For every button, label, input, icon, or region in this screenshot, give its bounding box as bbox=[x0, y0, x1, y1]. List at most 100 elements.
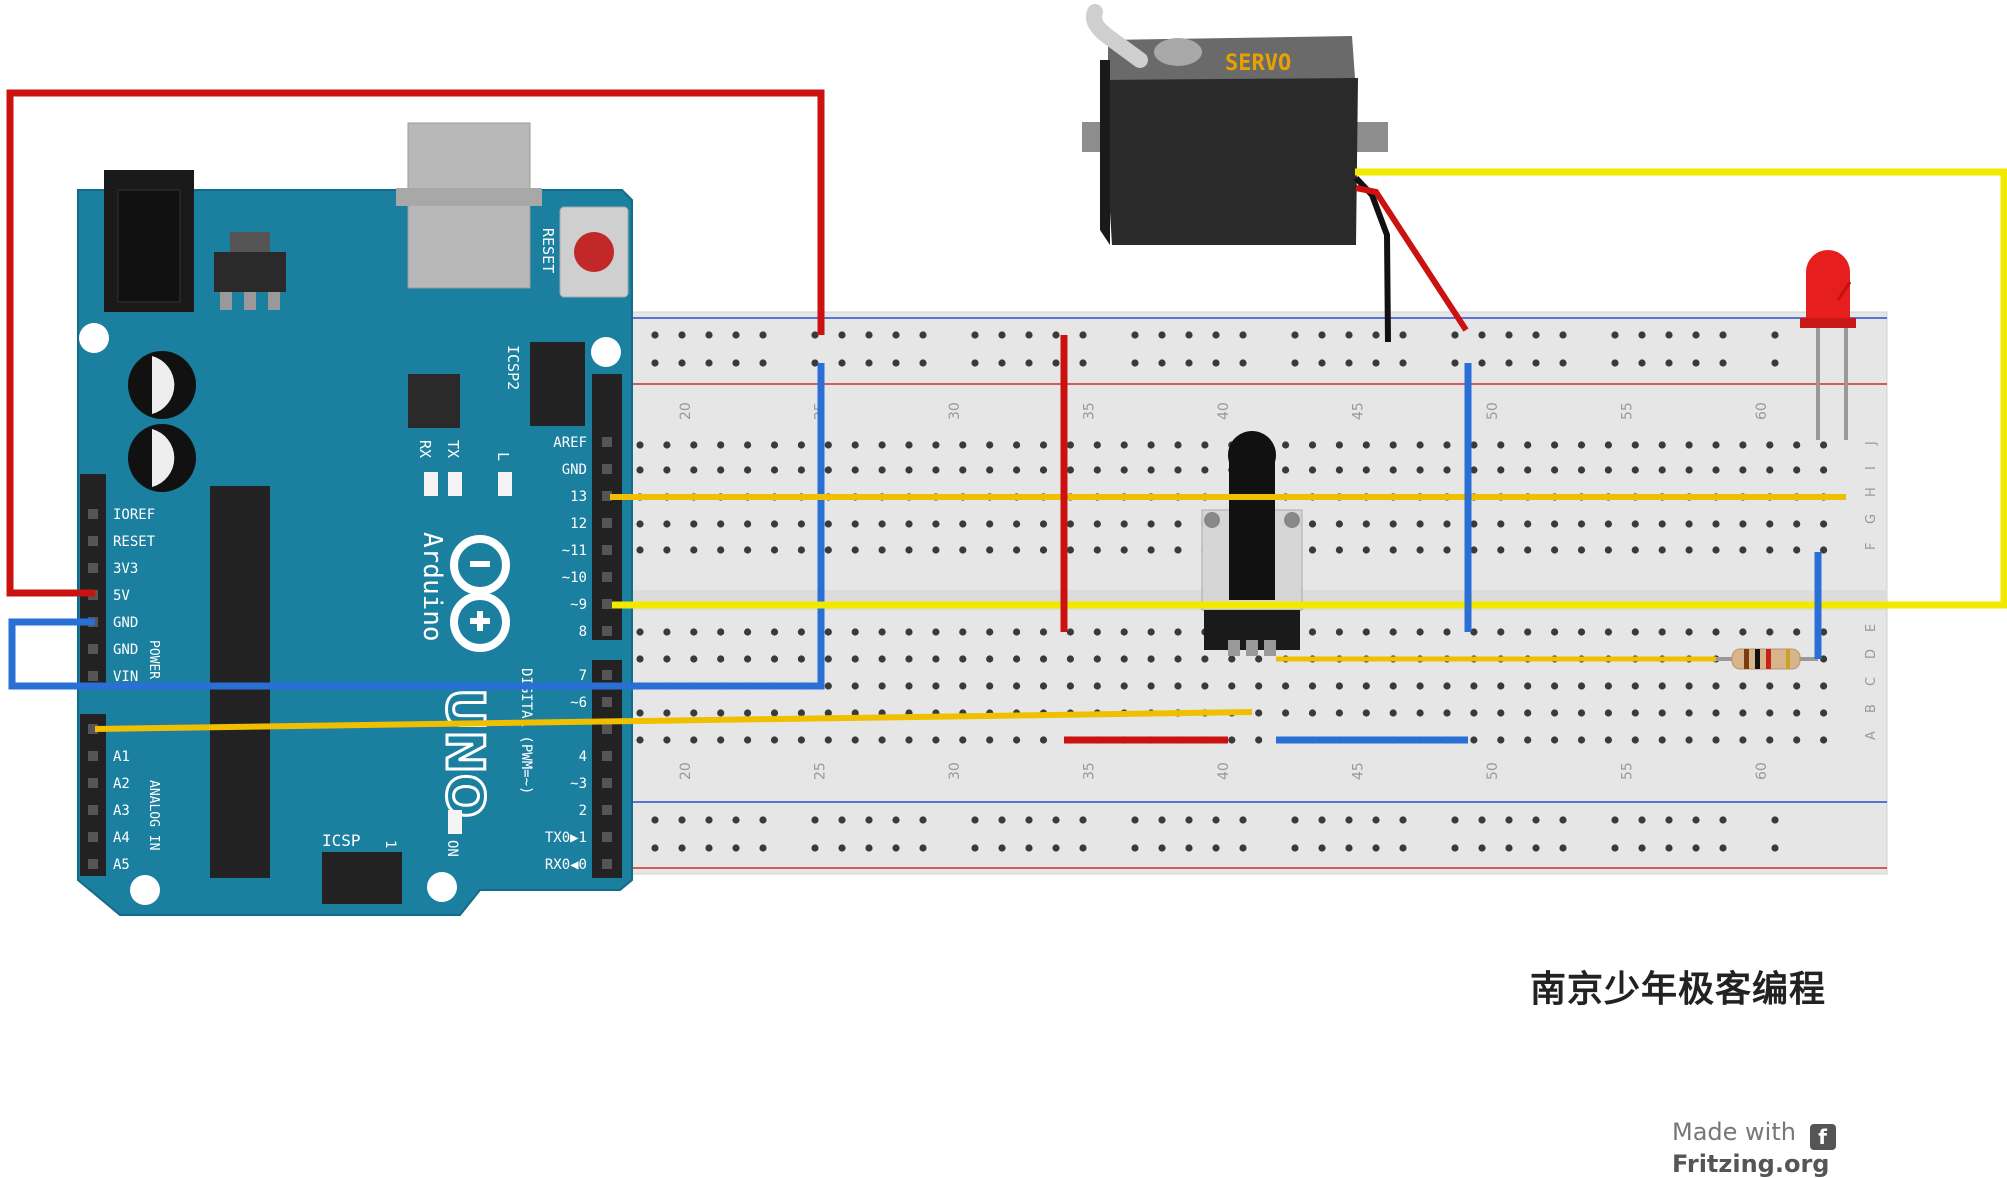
pin-label: ~10 bbox=[562, 570, 587, 586]
breadboard-hole bbox=[1524, 520, 1532, 528]
breadboard-hole bbox=[1771, 331, 1779, 339]
breadboard-hole bbox=[824, 466, 832, 474]
breadboard-hole bbox=[1212, 844, 1220, 852]
pin-label: 3V3 bbox=[113, 561, 138, 577]
pot-shaft[interactable] bbox=[1229, 460, 1275, 600]
breadboard-hole bbox=[932, 546, 940, 554]
breadboard-hole bbox=[1416, 709, 1424, 717]
breadboard-hole bbox=[1739, 628, 1747, 636]
breadboard-hole bbox=[705, 359, 713, 367]
breadboard-hole bbox=[1013, 520, 1021, 528]
breadboard-hole bbox=[1174, 628, 1182, 636]
rx-label: RX bbox=[416, 440, 434, 458]
credit-brand[interactable]: Fritzing.org bbox=[1672, 1150, 1830, 1178]
breadboard-hole bbox=[851, 655, 859, 663]
column-number: 60 bbox=[1754, 762, 1770, 780]
breadboard-hole bbox=[744, 628, 752, 636]
header-pin bbox=[602, 626, 612, 636]
breadboard-hole bbox=[663, 709, 671, 717]
breadboard-hole bbox=[1093, 520, 1101, 528]
breadboard-hole bbox=[986, 441, 994, 449]
breadboard-hole bbox=[1692, 331, 1700, 339]
breadboard-hole bbox=[1551, 546, 1559, 554]
breadboard-hole bbox=[1174, 466, 1182, 474]
arduino-logo bbox=[450, 535, 510, 652]
breadboard-hole bbox=[1532, 816, 1540, 824]
breadboard-hole bbox=[663, 520, 671, 528]
breadboard-hole bbox=[1638, 816, 1646, 824]
breadboard-hole bbox=[919, 359, 927, 367]
breadboard-hole bbox=[878, 520, 886, 528]
breadboard-hole bbox=[1820, 736, 1828, 744]
breadboard-hole bbox=[663, 655, 671, 663]
breadboard-hole bbox=[1093, 682, 1101, 690]
breadboard-hole bbox=[1685, 546, 1693, 554]
breadboard-hole bbox=[690, 709, 698, 717]
column-number: 55 bbox=[1620, 402, 1636, 420]
breadboard-hole bbox=[1631, 546, 1639, 554]
breadboard-hole bbox=[1362, 466, 1370, 474]
reset-button-cap[interactable] bbox=[574, 232, 614, 272]
header-pin bbox=[602, 572, 612, 582]
breadboard-hole bbox=[1771, 359, 1779, 367]
breadboard-hole bbox=[770, 709, 779, 717]
breadboard-hole bbox=[1416, 546, 1424, 554]
breadboard-hole bbox=[663, 441, 671, 449]
breadboard-hole bbox=[744, 736, 752, 744]
header-pin bbox=[602, 491, 612, 501]
breadboard-hole bbox=[636, 546, 644, 554]
column-number: 30 bbox=[947, 762, 963, 780]
pin-label: 12 bbox=[570, 516, 587, 532]
breadboard-hole bbox=[797, 441, 806, 449]
pin-label: 4 bbox=[579, 749, 587, 765]
breadboard-hole bbox=[1820, 466, 1828, 474]
breadboard-hole bbox=[1399, 844, 1407, 852]
icsp2-label: ICSP2 bbox=[504, 345, 522, 390]
breadboard-hole bbox=[1147, 546, 1155, 554]
breadboard-hole bbox=[1318, 816, 1326, 824]
breadboard-hole bbox=[1335, 709, 1343, 717]
breadboard-hole bbox=[1372, 844, 1380, 852]
icsp-label: ICSP bbox=[322, 831, 361, 850]
pin-label: TX0▶1 bbox=[545, 830, 587, 846]
breadboard-hole bbox=[1631, 736, 1639, 744]
breadboard-hole bbox=[1174, 546, 1182, 554]
breadboard-hole bbox=[1093, 441, 1101, 449]
row-letter: H bbox=[1864, 487, 1879, 497]
potentiometer bbox=[1201, 431, 1303, 656]
breadboard-hole bbox=[1291, 331, 1299, 339]
breadboard-hole bbox=[690, 520, 698, 528]
breadboard-hole bbox=[851, 628, 859, 636]
breadboard-hole bbox=[770, 466, 779, 474]
breadboard-hole bbox=[811, 331, 819, 339]
red-led bbox=[1800, 250, 1856, 440]
pin-label: GND bbox=[562, 462, 587, 478]
breadboard-hole bbox=[1079, 331, 1087, 339]
breadboard-hole bbox=[905, 736, 913, 744]
breadboard-hole bbox=[1577, 709, 1586, 717]
breadboard-hole bbox=[998, 816, 1006, 824]
breadboard-hole bbox=[932, 655, 940, 663]
breadboard-hole bbox=[1604, 441, 1612, 449]
breadboard-hole bbox=[651, 844, 659, 852]
breadboard-hole bbox=[1345, 359, 1353, 367]
breadboard-hole bbox=[878, 682, 886, 690]
breadboard-hole bbox=[1443, 441, 1451, 449]
breadboard-hole bbox=[1443, 628, 1451, 636]
breadboard-hole bbox=[1372, 331, 1380, 339]
breadboard-hole bbox=[1066, 546, 1074, 554]
breadboard-hole bbox=[1631, 628, 1639, 636]
breadboard-hole bbox=[932, 466, 940, 474]
breadboard-hole bbox=[1712, 466, 1720, 474]
breadboard-hole bbox=[1532, 359, 1540, 367]
breadboard-hole bbox=[1052, 816, 1060, 824]
breadboard-hole bbox=[1604, 736, 1612, 744]
header-pin bbox=[88, 644, 98, 654]
breadboard-hole bbox=[1685, 441, 1693, 449]
breadboard-hole bbox=[1611, 331, 1619, 339]
pot-knob[interactable] bbox=[1228, 431, 1276, 479]
breadboard-hole bbox=[959, 682, 967, 690]
breadboard-hole bbox=[905, 520, 913, 528]
breadboard-hole bbox=[998, 359, 1006, 367]
credit-prefix: Made with bbox=[1672, 1118, 1796, 1146]
